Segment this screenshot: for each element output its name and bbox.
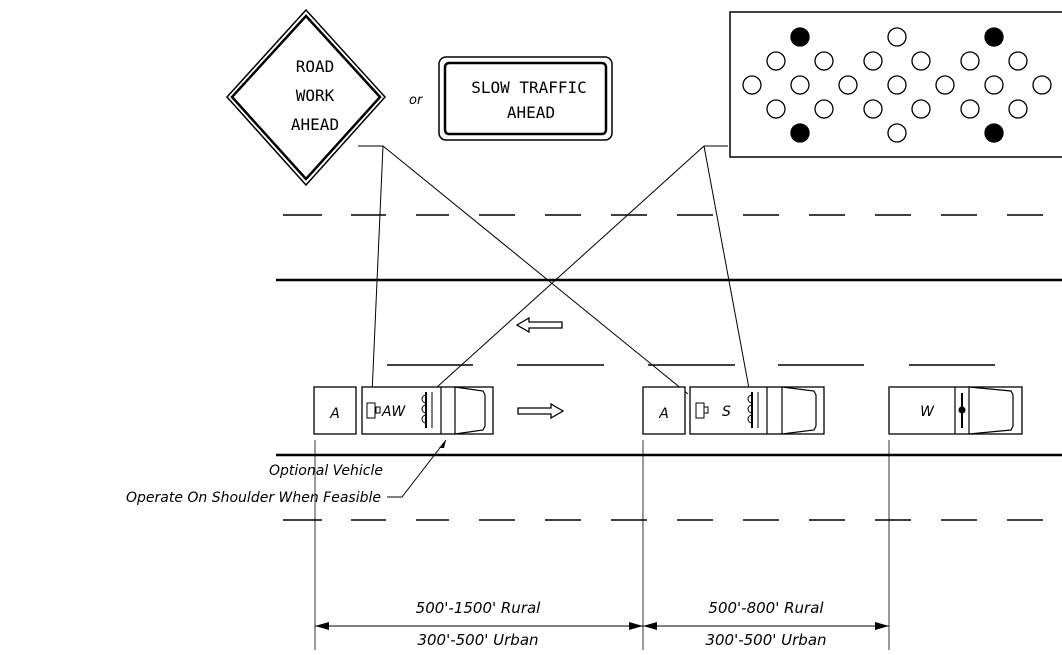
optional-vehicle-note: Optional Vehicle	[269, 463, 383, 479]
dimension-arrowheads	[315, 622, 889, 630]
vehicle-1: A AW	[313, 386, 494, 435]
truck-label-3: W	[920, 404, 935, 420]
dimension-extension-lines	[314, 440, 890, 650]
vehicle-2: A S	[642, 386, 825, 435]
slow-traffic-line-1: SLOW TRAFFIC	[471, 78, 587, 97]
road-work-line-2: WORK	[296, 86, 335, 105]
attenuator-label-2: A	[658, 406, 669, 422]
shoulder-note: Operate On Shoulder When Feasible	[126, 490, 381, 506]
road-work-ahead-sign: ROAD WORK AHEAD	[225, 8, 387, 187]
or-label: or	[409, 93, 424, 108]
dimension-1-urban: 300'-500' Urban	[417, 631, 538, 649]
leader-lines	[358, 145, 751, 398]
attenuator-label-1: A	[329, 406, 340, 422]
slow-traffic-ahead-sign: SLOW TRAFFIC AHEAD	[438, 56, 613, 141]
shoulder-leader	[387, 439, 447, 498]
dimension-2-rural: 500'-800' Rural	[708, 599, 824, 617]
road-work-line-3: AHEAD	[291, 115, 339, 134]
vehicle-3: W	[888, 386, 1023, 435]
beacon-light-icon	[958, 406, 966, 414]
truck-sign-label-2: S	[722, 404, 731, 420]
attenuator-box-1	[313, 386, 357, 435]
truck-sign-label-1: AW	[381, 404, 406, 420]
arrow-board-panel	[729, 11, 1062, 158]
attenuator-box-2	[642, 386, 686, 435]
arrow-left-icon	[515, 316, 563, 334]
slow-traffic-line-2: AHEAD	[507, 103, 555, 122]
road-work-line-1: ROAD	[296, 57, 335, 76]
arrow-right-icon	[517, 402, 565, 420]
dimension-1-rural: 500'-1500' Rural	[416, 599, 542, 617]
dimension-2-urban: 300'-500' Urban	[705, 631, 826, 649]
